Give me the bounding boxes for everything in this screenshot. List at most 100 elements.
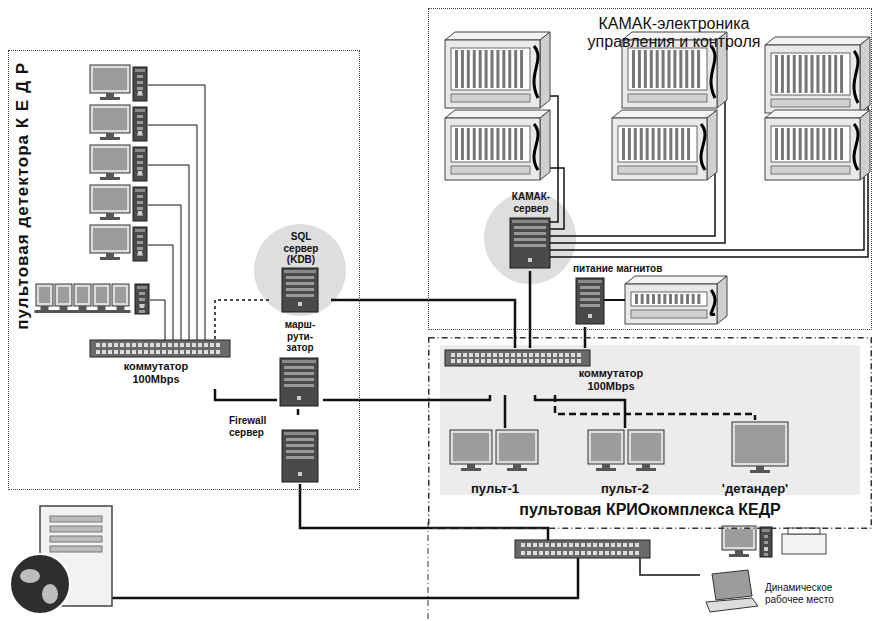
device-label: Firewall сервер — [229, 415, 281, 438]
drive-bay — [286, 444, 314, 447]
switch-port — [511, 353, 515, 357]
drive-bay — [514, 232, 546, 235]
drive-slot — [50, 546, 102, 552]
power-cable — [604, 299, 625, 301]
device-node: КАМАК- сервер — [506, 191, 556, 271]
switch-port — [569, 543, 573, 547]
crate-fan — [631, 310, 707, 318]
crate-module — [675, 128, 678, 160]
tower-body — [133, 67, 147, 101]
switch-port — [114, 350, 118, 354]
server-tower — [133, 107, 147, 141]
switch-port — [162, 350, 166, 354]
crate-body — [765, 118, 860, 180]
crate-top — [612, 110, 717, 118]
crate-module — [669, 294, 672, 304]
switch-port — [481, 353, 485, 357]
drive-bay — [286, 438, 314, 441]
switch-port — [547, 353, 551, 357]
network-link — [529, 271, 532, 348]
drive-slot — [50, 526, 102, 532]
drive-bay — [286, 456, 314, 459]
server-halo — [254, 224, 346, 316]
switch-port — [463, 359, 467, 363]
switch-port — [150, 350, 154, 354]
drive-bay — [764, 547, 768, 550]
switch-port — [162, 343, 166, 347]
device-label: коммутатор 100Mbps — [106, 360, 206, 385]
switch-port — [557, 551, 561, 555]
device-label: марш- рути- затор — [280, 319, 320, 354]
crate-module — [461, 128, 464, 160]
switch-port — [457, 353, 461, 357]
monitor — [90, 105, 130, 140]
switch-port — [186, 343, 190, 347]
drive-bay — [137, 81, 143, 84]
monitor-base — [100, 217, 120, 220]
device-label: Динамическое рабочее место — [765, 582, 865, 605]
continent — [20, 569, 40, 583]
crate-module — [805, 55, 808, 93]
crate-module — [514, 128, 517, 160]
switch-port — [168, 350, 172, 354]
crate-module — [697, 294, 700, 304]
power-button — [138, 251, 142, 255]
crate-cable — [534, 46, 538, 98]
crate-module — [811, 128, 814, 160]
crate-module — [641, 294, 644, 304]
switch-body — [515, 540, 650, 558]
power-button — [298, 302, 302, 306]
network-wire — [640, 558, 700, 575]
switch-port — [457, 359, 461, 363]
switch-port — [565, 359, 569, 363]
crate-cable — [701, 124, 705, 170]
crate-cable — [854, 51, 858, 103]
switch-port — [210, 343, 214, 347]
crate-fan — [451, 94, 530, 102]
room-region: пультовая детектора К Е Д Ркоммутатор 10… — [8, 50, 360, 490]
drive-bay — [580, 298, 600, 301]
switch-port — [559, 359, 563, 363]
switch-port — [114, 343, 118, 347]
drive-bay — [139, 292, 145, 295]
monitor-base — [750, 470, 770, 473]
monitor-frame — [90, 225, 130, 253]
crate-cable — [854, 124, 858, 170]
tower-body — [135, 284, 149, 314]
crate-module — [628, 128, 631, 160]
switch-port — [493, 359, 497, 363]
network-switch — [90, 340, 230, 357]
server-tower — [760, 527, 772, 557]
crate-cable — [550, 96, 558, 222]
tower-top — [284, 432, 316, 435]
printer — [782, 528, 826, 554]
crate-module — [496, 50, 499, 88]
monitor-base — [461, 468, 481, 471]
switch-port — [599, 543, 603, 547]
room-region: КАМАК-электроника управления и контроляК… — [428, 8, 872, 330]
crate-module — [479, 128, 482, 160]
server-tower — [282, 268, 318, 312]
drive-bay — [137, 201, 143, 204]
switch-port — [499, 359, 503, 363]
switch-port — [545, 543, 549, 547]
monitor-screen — [499, 433, 535, 461]
device-label: SQL сервер (KDB) — [278, 231, 324, 266]
crate-module — [502, 50, 505, 88]
monitor-frame — [93, 284, 110, 306]
monitor-neck — [98, 306, 106, 310]
switch-port — [559, 353, 563, 357]
network-wire — [150, 300, 165, 340]
switch-port — [475, 353, 479, 357]
device-node: коммутатор 100Mbps — [445, 348, 655, 395]
switch-port — [617, 551, 621, 555]
server-tower — [280, 358, 318, 406]
switch-port — [527, 551, 531, 555]
crate-module — [467, 50, 470, 88]
network-link — [215, 300, 271, 339]
monitor-base — [507, 468, 527, 471]
crate-module — [686, 294, 689, 304]
internet-server — [10, 506, 112, 614]
switch-body — [90, 340, 230, 357]
crate-bin — [451, 126, 530, 162]
